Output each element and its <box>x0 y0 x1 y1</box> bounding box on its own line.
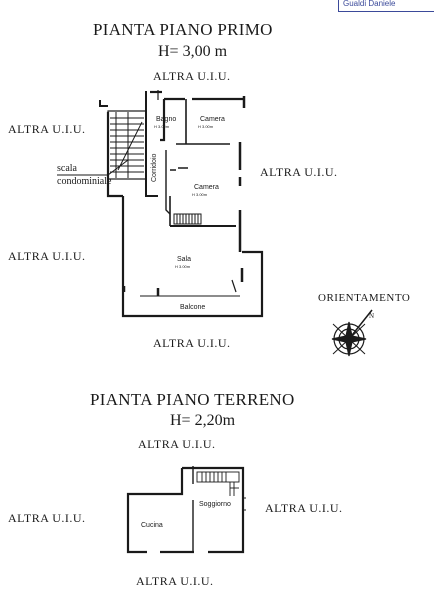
compass-icon <box>331 309 373 357</box>
room-bagno-height: H 3.00m <box>154 124 170 129</box>
stair-outline <box>107 110 147 180</box>
compass-north-label: N <box>369 312 374 320</box>
ground-floor-title: PIANTA PIANO TERRENO <box>90 390 295 409</box>
first-floor-neighbor-top: ALTRA U.I.U. <box>153 69 231 83</box>
room-soggiorno: Soggiorno <box>199 501 231 508</box>
room-sala-height: H 3.00m <box>175 264 191 269</box>
room-camera-1-height: H 3.00m <box>198 124 214 129</box>
ground-floor-neighbor-bottom: ALTRA U.I.U. <box>136 574 214 588</box>
ground-floor-plan <box>126 466 246 554</box>
first-floor-neighbor-left-lower: ALTRA U.I.U. <box>8 249 86 263</box>
stair-label-condominiale: condominiale <box>57 176 112 187</box>
ground-stair <box>196 471 240 496</box>
room-camera-1: Camera <box>200 116 225 123</box>
room-sala: Sala <box>177 256 191 263</box>
room-cucina: Cucina <box>141 522 163 529</box>
room-camera-2-height: H 3.00m <box>192 192 208 197</box>
first-floor-title: PIANTA PIANO PRIMO <box>93 20 273 39</box>
stair-steps <box>110 112 144 178</box>
room-camera-2: Camera <box>194 184 219 191</box>
first-floor-height: H= 3,00 m <box>158 43 228 60</box>
ground-floor-neighbor-right: ALTRA U.I.U. <box>265 501 343 515</box>
orientation-label: ORIENTAMENTO <box>318 292 411 304</box>
stair-label-scala: scala <box>57 163 77 174</box>
first-floor-neighbor-right: ALTRA U.I.U. <box>260 165 338 179</box>
first-floor-neighbor-left: ALTRA U.I.U. <box>8 122 86 136</box>
ground-floor-neighbor-top: ALTRA U.I.U. <box>138 437 216 451</box>
stamp: Gualdi Daniele <box>338 0 434 12</box>
stamp-text: Gualdi Daniele <box>343 0 396 8</box>
ground-floor-neighbor-left: ALTRA U.I.U. <box>8 511 86 525</box>
first-floor-neighbor-bottom: ALTRA U.I.U. <box>153 336 231 350</box>
ground-floor-height: H= 2,20m <box>170 412 236 429</box>
room-balcone: Balcone <box>180 304 205 311</box>
room-bagno: Bagno <box>156 116 176 123</box>
room-corridoio: Corridoio <box>151 153 158 182</box>
inner-stair <box>173 213 202 225</box>
